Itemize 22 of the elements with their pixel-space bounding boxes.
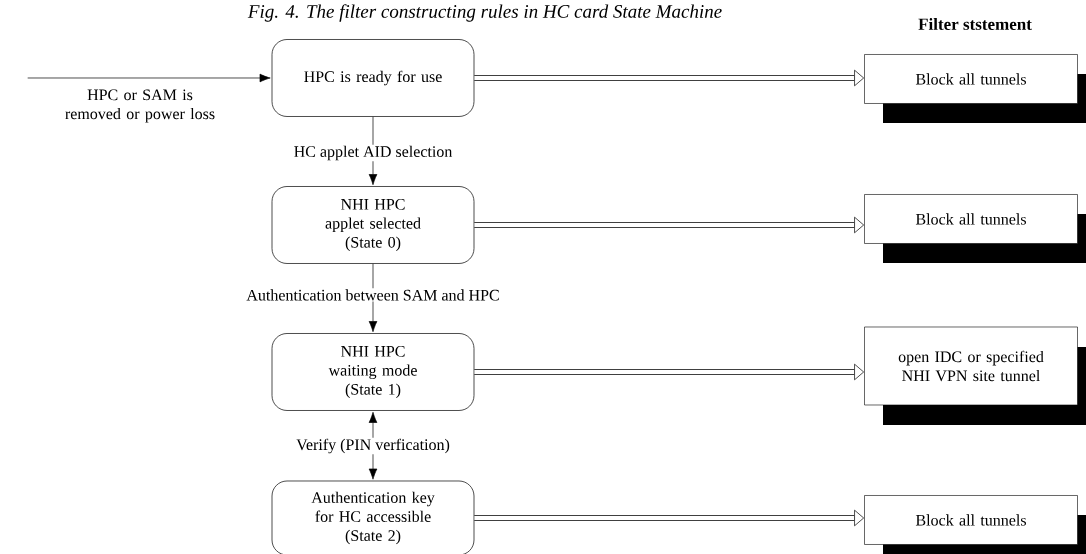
filter-box: open IDC or specified NHI VPN site tunnel: [864, 326, 1086, 425]
state-box: NHI HPC waiting mode (State 1): [271, 333, 475, 411]
edge-label: HC applet AID selection: [292, 144, 454, 162]
edge-label: HPC or SAM is removed or power loss: [65, 89, 215, 123]
double-arrow: [474, 363, 864, 381]
edge-label: Authentication between SAM and HPC: [245, 288, 501, 302]
arrow: [27, 73, 271, 83]
arrow: [368, 263, 378, 333]
filter-box: Block all tunnels: [864, 495, 1086, 554]
figure-title: Fig. 4. The filter constructing rules in HC card State Machine: [247, 4, 722, 22]
filter-box: Block all tunnels: [864, 54, 1086, 123]
state-box: HPC is ready for use: [271, 39, 475, 117]
double-arrow: [474, 69, 864, 87]
double-arrow: [474, 216, 864, 234]
double-arrow: [474, 509, 864, 527]
column-heading: Filter ststement: [918, 18, 1032, 30]
edge-label: Verify (PIN verfication): [295, 437, 451, 455]
arrow: [368, 116, 378, 186]
arrow: [368, 411, 378, 480]
state-box: NHI HPC applet selected (State 0): [271, 186, 475, 264]
state-box: Authentication key for HC accessible (State 2): [271, 480, 475, 554]
filter-box: Block all tunnels: [864, 194, 1086, 263]
